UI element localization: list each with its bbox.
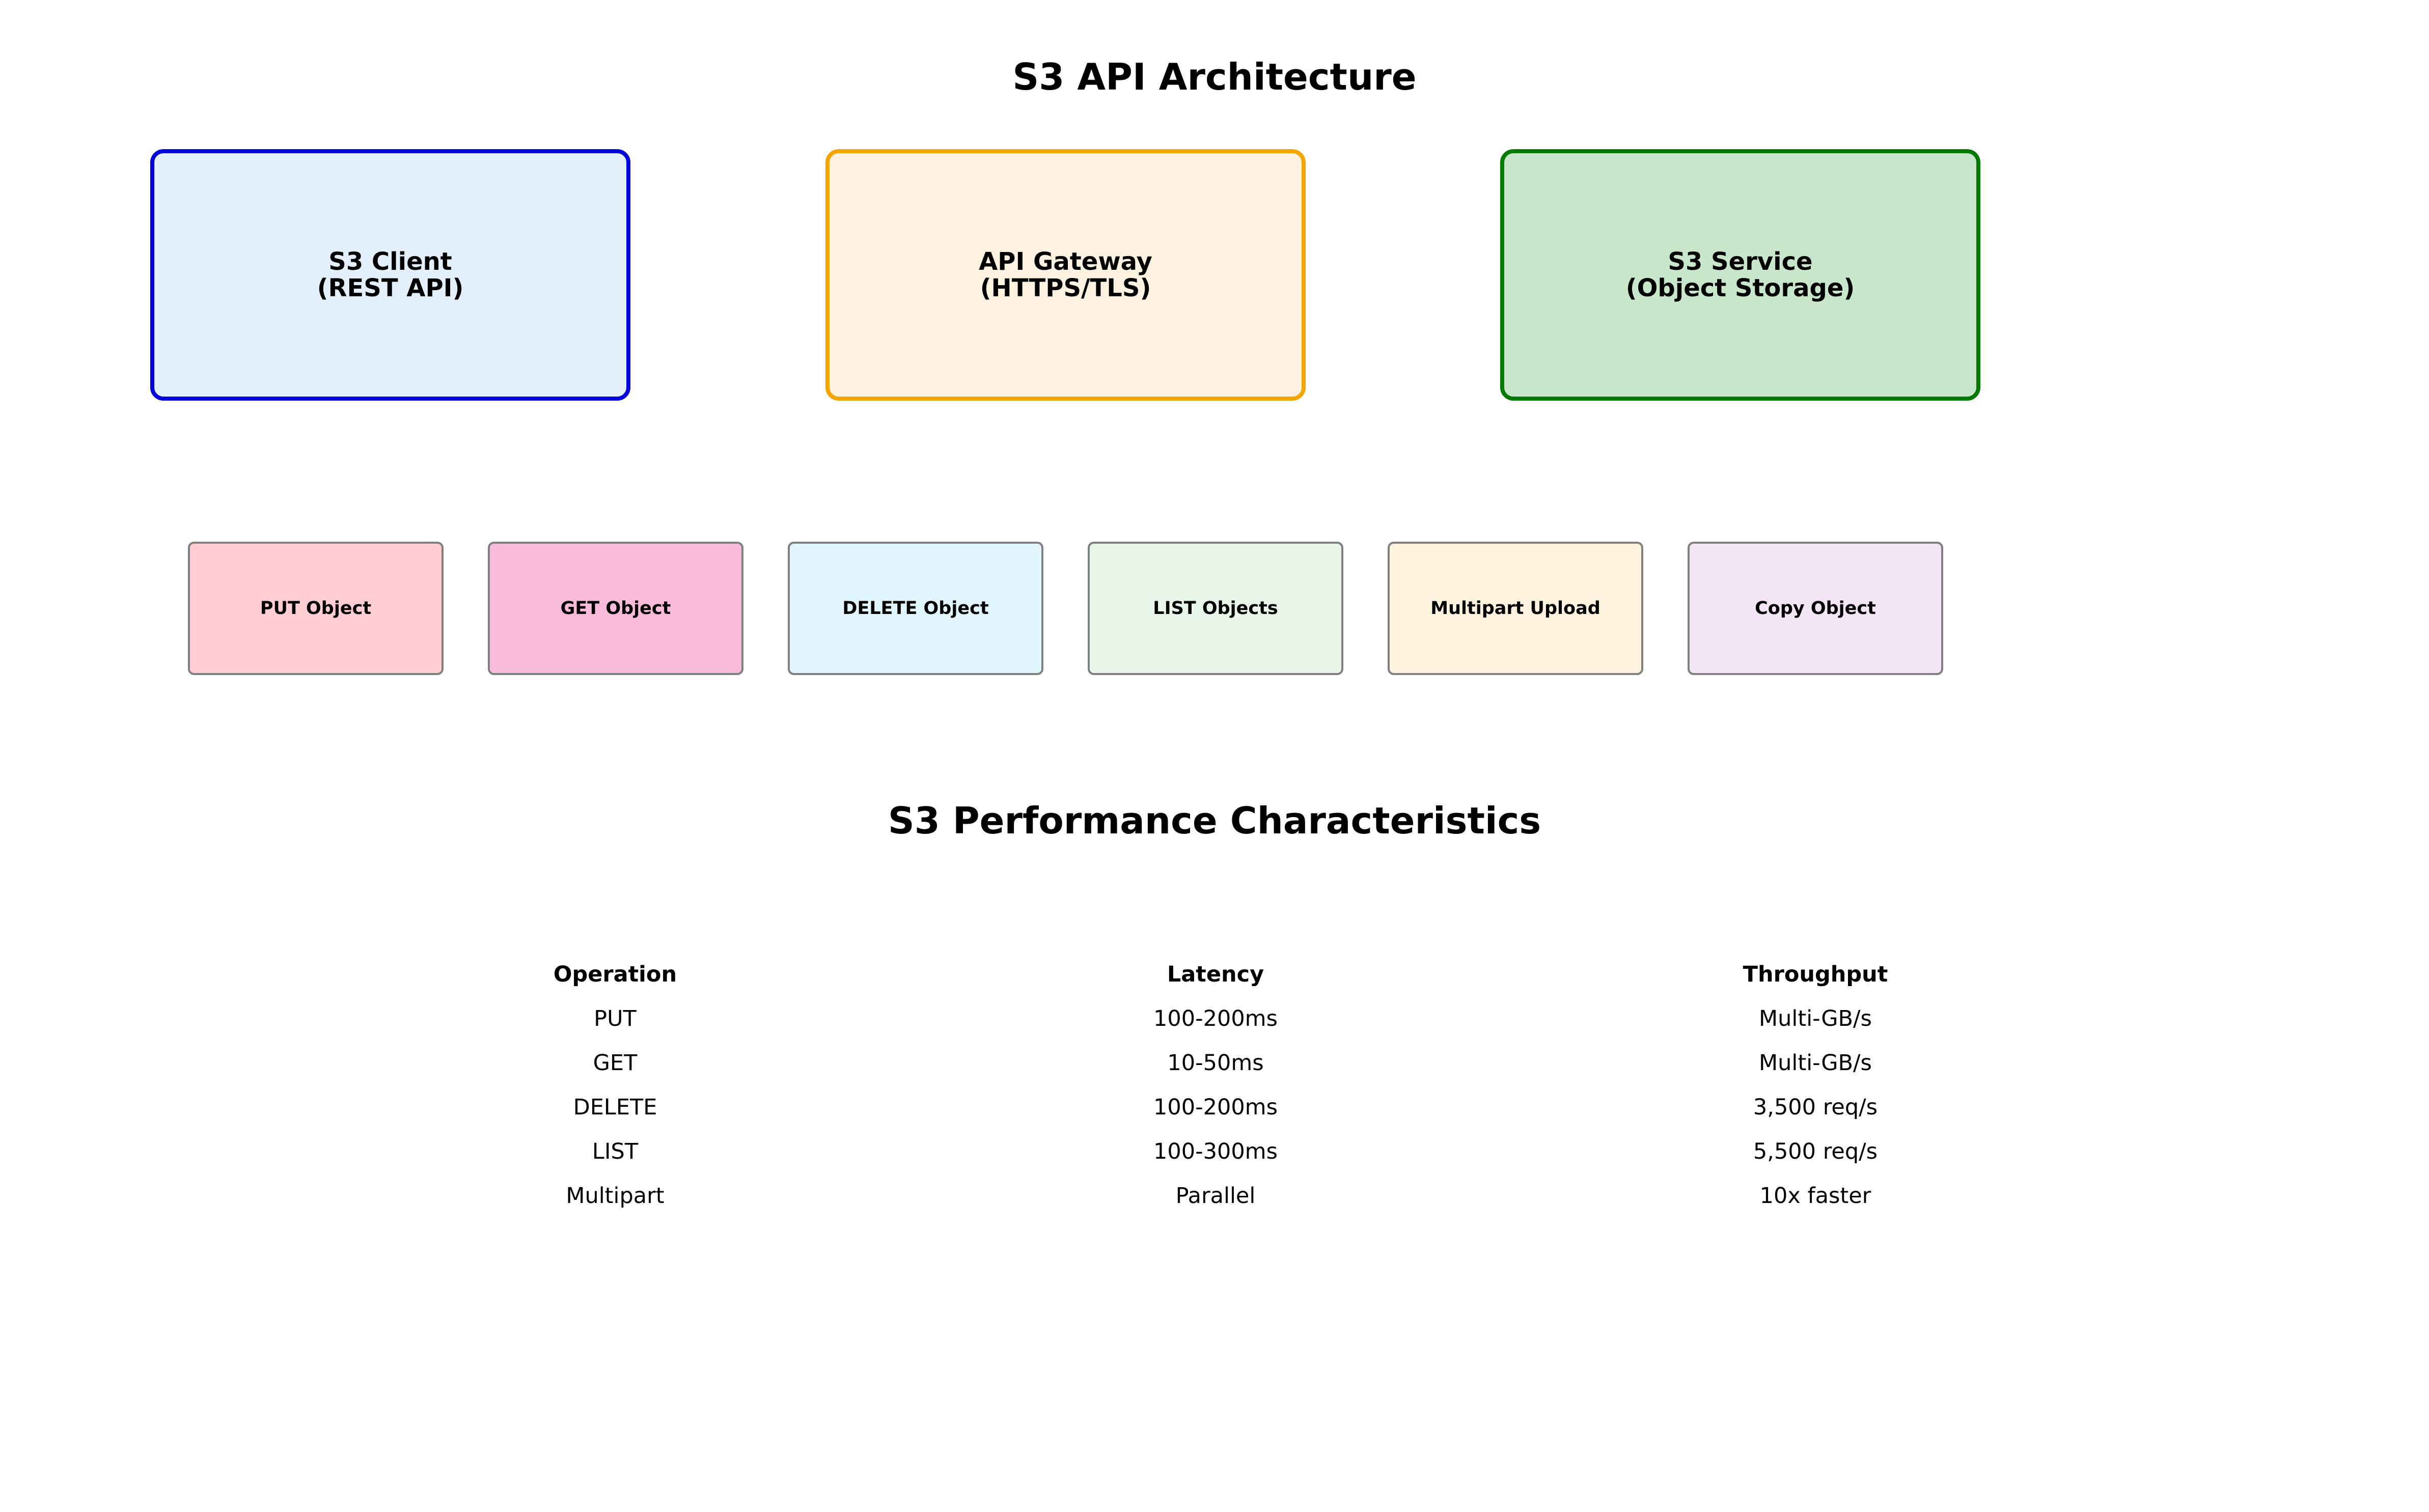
operation-label: LIST Objects bbox=[1153, 598, 1278, 619]
s3-client-box: S3 Client (REST API) bbox=[150, 149, 630, 401]
cell-operation: GET bbox=[593, 1050, 638, 1076]
cell-latency: Parallel bbox=[1175, 1183, 1256, 1209]
api-gateway-box: API Gateway (HTTPS/TLS) bbox=[825, 149, 1306, 401]
cell-operation: Multipart bbox=[566, 1183, 665, 1209]
table-row: Multipart Parallel 10x faster bbox=[0, 1181, 2429, 1211]
header-operation: Operation bbox=[553, 962, 677, 987]
cell-throughput: 5,500 req/s bbox=[1753, 1139, 1878, 1164]
cell-operation: DELETE bbox=[573, 1095, 657, 1120]
operation-label: Copy Object bbox=[1755, 598, 1876, 619]
operation-label: PUT Object bbox=[260, 598, 372, 619]
cell-throughput: 3,500 req/s bbox=[1753, 1095, 1878, 1120]
performance-title: S3 Performance Characteristics bbox=[888, 799, 1541, 842]
operation-put-object: PUT Object bbox=[188, 542, 444, 675]
operation-list-objects: LIST Objects bbox=[1088, 542, 1343, 675]
operation-label: GET Object bbox=[560, 598, 671, 619]
s3-service-label: S3 Service (Object Storage) bbox=[1626, 248, 1855, 301]
cell-throughput: Multi-GB/s bbox=[1759, 1050, 1872, 1076]
table-row: GET 10-50ms Multi-GB/s bbox=[0, 1048, 2429, 1078]
cell-latency: 100-200ms bbox=[1153, 1095, 1278, 1120]
s3-client-subtitle: (REST API) bbox=[317, 274, 464, 302]
operation-label: DELETE Object bbox=[842, 598, 989, 619]
cell-throughput: Multi-GB/s bbox=[1759, 1006, 1872, 1031]
cell-throughput: 10x faster bbox=[1759, 1183, 1871, 1209]
s3-client-label: S3 Client (REST API) bbox=[317, 248, 464, 301]
table-row: LIST 100-300ms 5,500 req/s bbox=[0, 1136, 2429, 1167]
s3-client-name: S3 Client bbox=[328, 247, 452, 276]
header-latency: Latency bbox=[1167, 962, 1264, 987]
api-gateway-name: API Gateway bbox=[979, 247, 1152, 276]
header-throughput: Throughput bbox=[1743, 962, 1888, 987]
operation-copy-object: Copy Object bbox=[1688, 542, 1943, 675]
cell-latency: 100-300ms bbox=[1153, 1139, 1278, 1164]
table-row: PUT 100-200ms Multi-GB/s bbox=[0, 1003, 2429, 1034]
s3-service-subtitle: (Object Storage) bbox=[1625, 274, 1855, 302]
table-header-row: Operation Latency Throughput bbox=[0, 959, 2429, 990]
api-gateway-subtitle: (HTTPS/TLS) bbox=[980, 274, 1151, 302]
operation-multipart-upload: Multipart Upload bbox=[1388, 542, 1643, 675]
operation-label: Multipart Upload bbox=[1430, 598, 1600, 619]
operation-delete-object: DELETE Object bbox=[788, 542, 1043, 675]
api-gateway-label: API Gateway (HTTPS/TLS) bbox=[979, 248, 1152, 301]
cell-latency: 100-200ms bbox=[1153, 1006, 1278, 1031]
s3-service-name: S3 Service bbox=[1668, 247, 1813, 276]
table-row: DELETE 100-200ms 3,500 req/s bbox=[0, 1092, 2429, 1123]
cell-latency: 10-50ms bbox=[1167, 1050, 1264, 1076]
s3-service-box: S3 Service (Object Storage) bbox=[1500, 149, 1980, 401]
diagram-title: S3 API Architecture bbox=[1012, 55, 1417, 98]
operation-get-object: GET Object bbox=[488, 542, 743, 675]
cell-operation: LIST bbox=[592, 1139, 639, 1164]
cell-operation: PUT bbox=[594, 1006, 637, 1031]
